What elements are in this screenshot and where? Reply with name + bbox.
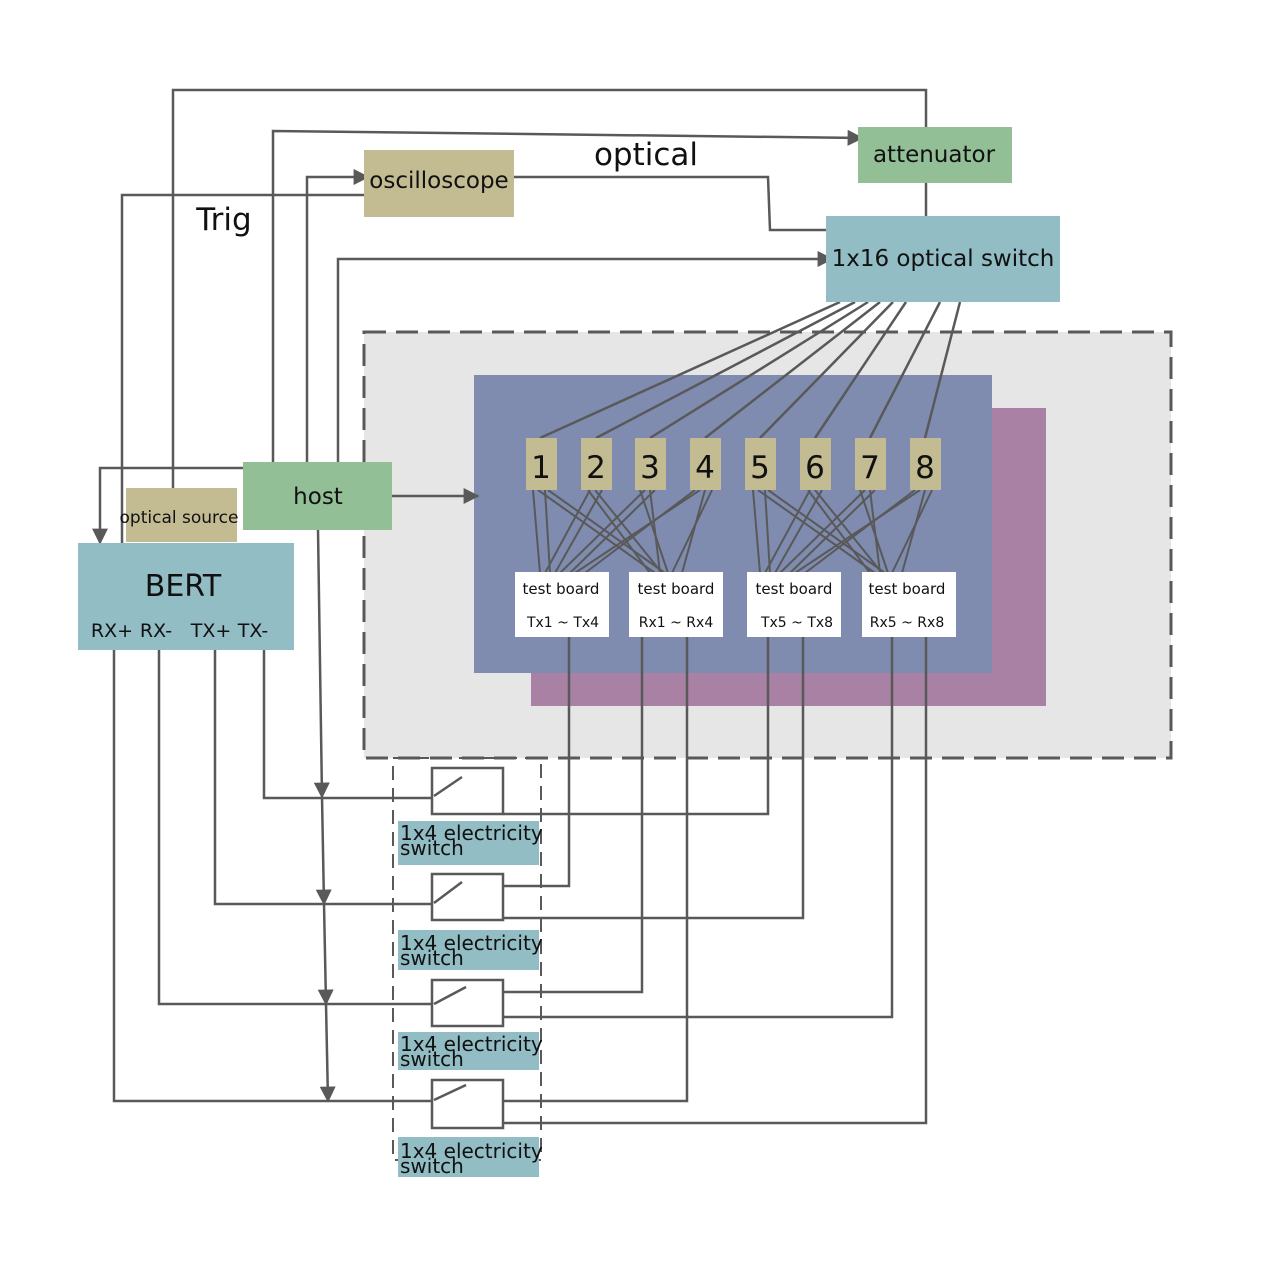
host-control-bus-2	[315, 796, 332, 906]
svg-text:1x4 electricity: 1x4 electricity	[400, 1032, 543, 1056]
bert-port-tx-plus: TX+	[190, 620, 232, 642]
svg-text:test board: test board	[638, 580, 715, 598]
electricity-switch-3: 1x4 electricity switch	[398, 978, 543, 1071]
port-5: 5	[745, 438, 776, 490]
optical-source-block: optical source	[120, 488, 239, 542]
test-board-2: test board Rx1 ~ Rx4	[629, 572, 723, 637]
svg-text:Tx5 ~ Tx8: Tx5 ~ Tx8	[760, 615, 833, 631]
fiber-5	[759, 301, 894, 439]
svg-text:1x4 electricity: 1x4 electricity	[400, 931, 543, 955]
svg-text:switch: switch	[400, 946, 464, 970]
port-3: 3	[635, 438, 666, 490]
host-control-bus-1	[313, 529, 330, 799]
test-board-4: test board Rx5 ~ Rx8	[862, 572, 956, 637]
fiber-7	[868, 301, 942, 439]
fiber-2	[595, 300, 856, 440]
port-board-wiring	[532, 489, 933, 574]
svg-text:test board: test board	[869, 580, 946, 598]
electricity-switch-1: 1x4 electricity switch	[398, 766, 543, 865]
svg-text:7: 7	[860, 450, 880, 486]
svg-text:test board: test board	[523, 580, 600, 598]
attenuator-label: attenuator	[873, 142, 996, 168]
bert-port-rx-minus: RX-	[140, 620, 172, 642]
bert-port-tx-minus: TX-	[237, 620, 269, 642]
wire-board-rx1-4-b	[503, 637, 689, 1103]
svg-text:8: 8	[915, 450, 935, 486]
test-board-1: test board Tx1 ~ Tx4	[515, 572, 609, 637]
host-label: host	[293, 484, 343, 510]
wire-host-to-oscilloscope	[305, 169, 370, 464]
wire-optical-source-to-attenuator	[171, 88, 928, 490]
wire-host-to-optical-switch	[336, 251, 834, 464]
port-2: 2	[581, 438, 612, 490]
wire-tx-plus	[213, 650, 432, 906]
svg-text:1x4 electricity: 1x4 electricity	[400, 1139, 543, 1163]
svg-text:switch: switch	[400, 1047, 464, 1071]
port-1: 1	[526, 438, 557, 490]
fiber-8	[923, 301, 962, 439]
svg-text:switch: switch	[400, 1154, 464, 1178]
fiber-1	[539, 300, 841, 440]
wire-board-rx1-4	[503, 637, 644, 994]
fiber-3	[649, 300, 869, 440]
oscilloscope-block: oscilloscope	[364, 150, 514, 217]
port-6: 6	[800, 438, 831, 490]
wire-board-tx5-8-b	[503, 637, 805, 920]
wire-board-rx5-8-b	[503, 637, 928, 1125]
svg-text:Rx5 ~ Rx8: Rx5 ~ Rx8	[870, 615, 944, 631]
wire-board-tx5-8	[503, 637, 770, 816]
oscilloscope-label: oscilloscope	[369, 168, 508, 194]
wire-board-tx1-4	[503, 637, 571, 888]
svg-text:switch: switch	[400, 836, 464, 860]
optical-source-label: optical source	[120, 508, 239, 528]
host-control-bus-4	[319, 1003, 336, 1103]
wire-oscilloscope-to-switch	[513, 175, 827, 232]
optical-label: optical	[594, 137, 698, 173]
svg-text:1: 1	[531, 450, 551, 486]
svg-text:3: 3	[640, 450, 660, 486]
svg-text:Tx1 ~ Tx4: Tx1 ~ Tx4	[526, 615, 599, 631]
port-7: 7	[855, 438, 886, 490]
wire-rx-minus	[157, 650, 432, 1006]
svg-text:test board: test board	[756, 580, 833, 598]
attenuator-block: attenuator	[858, 127, 1012, 183]
optical-switch-label: 1x16 optical switch	[832, 246, 1055, 272]
svg-text:4: 4	[695, 450, 715, 486]
svg-text:1x4 electricity: 1x4 electricity	[400, 821, 543, 845]
port-row: 1 2 3 4 5 6 7 8	[526, 438, 941, 490]
svg-text:6: 6	[805, 450, 825, 486]
electricity-switch-2: 1x4 electricity switch	[398, 872, 543, 970]
wire-trig	[120, 193, 364, 545]
wire-host-to-attenuator	[271, 129, 864, 464]
port-4: 4	[690, 438, 721, 490]
trig-label: Trig	[195, 202, 251, 238]
wire-rx-plus	[112, 650, 432, 1103]
optical-switch-block: 1x16 optical switch	[826, 216, 1060, 302]
wire-host-to-bert	[92, 466, 243, 545]
host-control-bus-3	[317, 903, 334, 1006]
fiber-6	[813, 301, 908, 439]
electricity-switch-4: 1x4 electricity switch	[398, 1078, 543, 1178]
bert-label: BERT	[145, 569, 222, 604]
wire-board-rx5-8	[503, 637, 894, 1019]
wire-tx-minus	[262, 650, 432, 800]
connection-lines	[92, 88, 962, 1125]
svg-text:2: 2	[586, 450, 606, 486]
bert-port-rx-plus: RX+	[91, 620, 133, 642]
test-board-3: test board Tx5 ~ Tx8	[747, 572, 841, 637]
fiber-4	[704, 301, 881, 439]
bert-block: BERT RX+ RX- TX+ TX-	[78, 543, 294, 650]
svg-text:5: 5	[750, 450, 770, 486]
svg-text:Rx1 ~ Rx4: Rx1 ~ Rx4	[639, 615, 714, 631]
port-8: 8	[910, 438, 941, 490]
host-block: host	[243, 462, 392, 530]
